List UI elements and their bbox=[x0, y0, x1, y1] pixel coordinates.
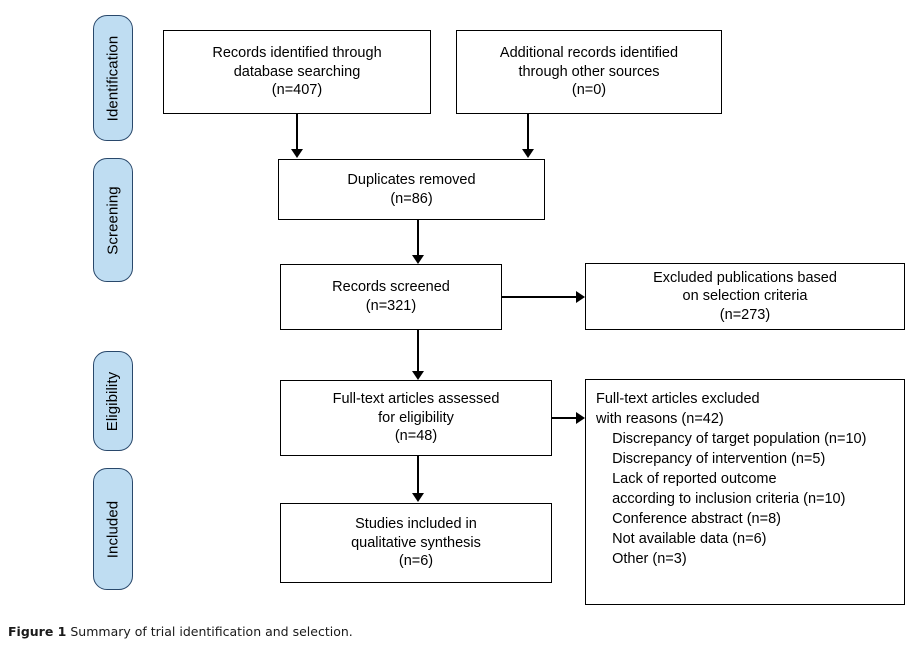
box-fulltext-assessed: Full-text articles assessed for eligibil… bbox=[280, 380, 552, 456]
box-fulltext-excluded: Full-text articles excluded with reasons… bbox=[585, 379, 905, 605]
box-excluded-publications: Excluded publications based on selection… bbox=[585, 263, 905, 330]
stage-label-screening: Screening bbox=[104, 185, 122, 255]
box-excluded-publications-text: Excluded publications based on selection… bbox=[653, 269, 837, 323]
connector-additional-to-duplicates bbox=[527, 114, 529, 151]
stage-label-included: Included bbox=[104, 500, 122, 558]
connector-screened-to-excluded bbox=[502, 296, 578, 298]
box-duplicates-removed-text: Duplicates removed (n=86) bbox=[347, 171, 476, 207]
figure-caption-label: Figure 1 bbox=[8, 624, 67, 639]
arrowhead-fulltext-to-excluded bbox=[576, 412, 585, 424]
connector-identified-to-duplicates bbox=[296, 114, 298, 151]
box-duplicates-removed: Duplicates removed (n=86) bbox=[278, 159, 545, 220]
figure-caption-text: Summary of trial identification and sele… bbox=[70, 624, 353, 639]
connector-duplicates-to-screened bbox=[417, 220, 419, 257]
box-additional-records: Additional records identified through ot… bbox=[456, 30, 722, 114]
connector-screened-to-fulltext bbox=[417, 330, 419, 373]
box-additional-records-text: Additional records identified through ot… bbox=[499, 45, 679, 99]
connector-fulltext-to-included bbox=[417, 456, 419, 495]
box-fulltext-assessed-text: Full-text articles assessed for eligibil… bbox=[332, 391, 500, 445]
box-records-identified-text: Records identified through database sear… bbox=[212, 45, 382, 99]
stage-label-eligibility: Eligibility bbox=[104, 371, 122, 431]
box-studies-included-text: Studies included in qualitative synthesi… bbox=[351, 516, 481, 570]
box-records-screened: Records screened (n=321) bbox=[280, 264, 502, 330]
stage-pill-screening: Screening bbox=[93, 158, 133, 282]
arrowhead-identified-to-duplicates bbox=[291, 149, 303, 158]
box-records-identified: Records identified through database sear… bbox=[163, 30, 431, 114]
arrowhead-screened-to-excluded bbox=[576, 291, 585, 303]
box-fulltext-excluded-text: Full-text articles excluded with reasons… bbox=[596, 391, 867, 567]
arrowhead-fulltext-to-included bbox=[412, 493, 424, 502]
arrowhead-duplicates-to-screened bbox=[412, 255, 424, 264]
arrowhead-additional-to-duplicates bbox=[522, 149, 534, 158]
box-studies-included: Studies included in qualitative synthesi… bbox=[280, 503, 552, 583]
stage-pill-identification: Identification bbox=[93, 15, 133, 141]
stage-pill-included: Included bbox=[93, 468, 133, 590]
box-records-screened-text: Records screened (n=321) bbox=[332, 279, 450, 314]
stage-label-identification: Identification bbox=[104, 35, 122, 121]
connector-fulltext-to-excluded bbox=[552, 417, 578, 419]
arrowhead-screened-to-fulltext bbox=[412, 371, 424, 380]
figure-caption: Figure 1 Summary of trial identification… bbox=[8, 624, 353, 639]
stage-pill-eligibility: Eligibility bbox=[93, 351, 133, 451]
